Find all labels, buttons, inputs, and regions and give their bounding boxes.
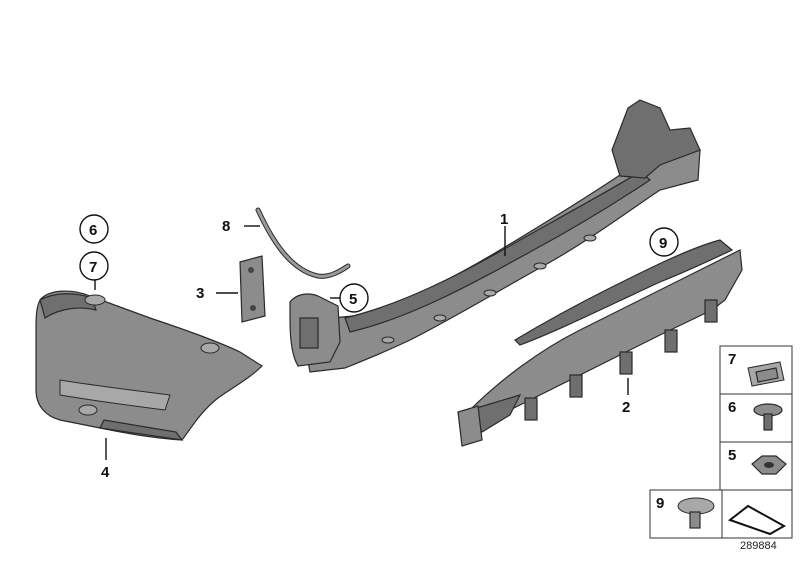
legend-label-5: 5 <box>728 447 736 464</box>
callout-8: 8 <box>222 218 230 235</box>
legend-label-9: 9 <box>656 495 664 512</box>
legend-item-9[interactable]: 9 <box>649 489 723 539</box>
callout-7-circle <box>79 251 109 281</box>
callout-9: 9 <box>659 235 667 252</box>
legend-item-6[interactable]: 6 <box>719 393 793 443</box>
callout-1: 1 <box>500 211 508 228</box>
drawing-number: 289884 <box>740 540 777 552</box>
callout-3: 3 <box>196 285 204 302</box>
callout-6: 6 <box>89 222 97 239</box>
part-2-lower-support[interactable] <box>457 239 743 447</box>
legend-item-5[interactable]: 5 <box>719 441 793 491</box>
part-4-bracket[interactable] <box>35 290 263 441</box>
legend-item-7[interactable]: 7 <box>719 345 793 395</box>
callout-5-circle <box>339 283 369 313</box>
part-3-plate[interactable] <box>239 255 266 323</box>
callout-4: 4 <box>101 464 110 481</box>
legend-arrow-box <box>721 489 793 539</box>
part-1-bumper-carrier[interactable] <box>289 99 701 373</box>
callout-2: 2 <box>622 399 630 416</box>
legend-label-6: 6 <box>728 399 736 416</box>
part-8-strip[interactable] <box>255 207 351 279</box>
callout-5: 5 <box>349 291 357 308</box>
callout-7: 7 <box>89 259 97 276</box>
legend-label-7: 7 <box>728 351 736 368</box>
callout-6-circle <box>79 214 109 244</box>
callout-9-circle <box>649 227 679 257</box>
